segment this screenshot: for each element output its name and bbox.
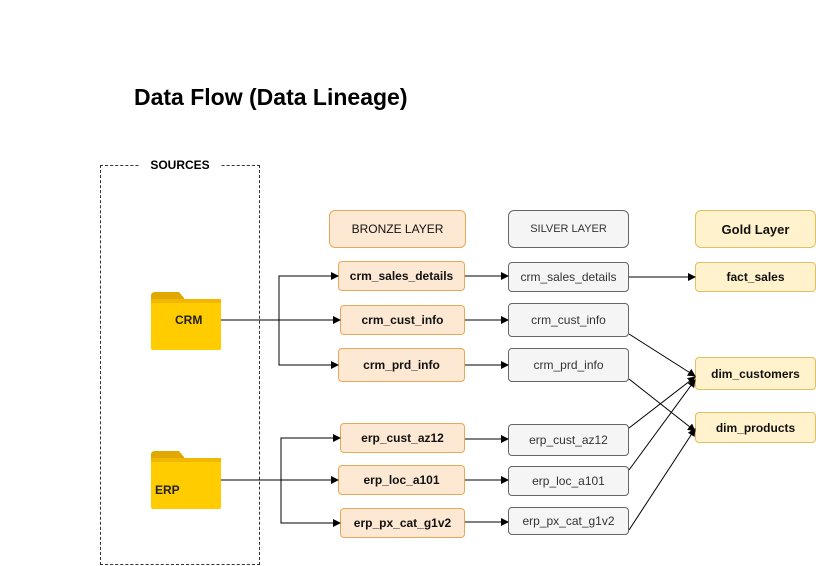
edge-crm-bronze-sales-details xyxy=(221,272,339,321)
edge-erp-bronze-cust-az12 xyxy=(221,434,341,481)
erp-label: ERP xyxy=(155,483,180,497)
silver-erp-px-cat-g1v2[interactable]: erp_px_cat_g1v2 xyxy=(508,507,629,535)
gold-dim-products[interactable]: dim_products xyxy=(695,412,816,443)
crm-label: CRM xyxy=(175,313,203,327)
silver-crm-cust-info[interactable]: crm_cust_info xyxy=(508,303,629,337)
page-title: Data Flow (Data Lineage) xyxy=(134,84,408,110)
edge-px-cat-dim-products xyxy=(628,428,696,531)
bronze-erp-cust-az12[interactable]: erp_cust_az12 xyxy=(340,423,465,453)
bronze-layer-header: BRONZE LAYER xyxy=(329,210,466,248)
erp-folder-icon[interactable] xyxy=(151,451,221,509)
bronze-crm-sales-details[interactable]: crm_sales_details xyxy=(338,261,465,291)
bronze-crm-prd-info[interactable]: crm_prd_info xyxy=(338,348,465,382)
edge-cust-info-dim-customers xyxy=(628,333,696,377)
edge-cust-az12-dim-customers xyxy=(628,376,696,429)
bronze-erp-loc-a101[interactable]: erp_loc_a101 xyxy=(338,465,465,495)
edge-loc-a101-dim-customers xyxy=(628,379,696,471)
silver-layer-header: SILVER LAYER xyxy=(508,210,629,248)
silver-crm-prd-info[interactable]: crm_prd_info xyxy=(508,348,629,382)
crm-folder-icon[interactable] xyxy=(151,292,221,350)
silver-erp-cust-az12[interactable]: erp_cust_az12 xyxy=(508,424,629,456)
bronze-crm-cust-info[interactable]: crm_cust_info xyxy=(340,305,465,335)
gold-fact-sales[interactable]: fact_sales xyxy=(695,262,816,292)
sources-label: SOURCES xyxy=(140,158,220,172)
silver-erp-loc-a101[interactable]: erp_loc_a101 xyxy=(508,466,629,496)
gold-layer-header: Gold Layer xyxy=(695,210,816,248)
gold-dim-customers[interactable]: dim_customers xyxy=(695,357,816,390)
silver-crm-sales-details[interactable]: crm_sales_details xyxy=(508,262,629,292)
edge-prd-info-dim-products xyxy=(628,378,696,432)
edge-erp-bronze-px-cat-g1v2 xyxy=(280,480,341,527)
bronze-erp-px-cat-g1v2[interactable]: erp_px_cat_g1v2 xyxy=(340,508,465,538)
edge-crm-bronze-prd-info xyxy=(278,320,339,369)
